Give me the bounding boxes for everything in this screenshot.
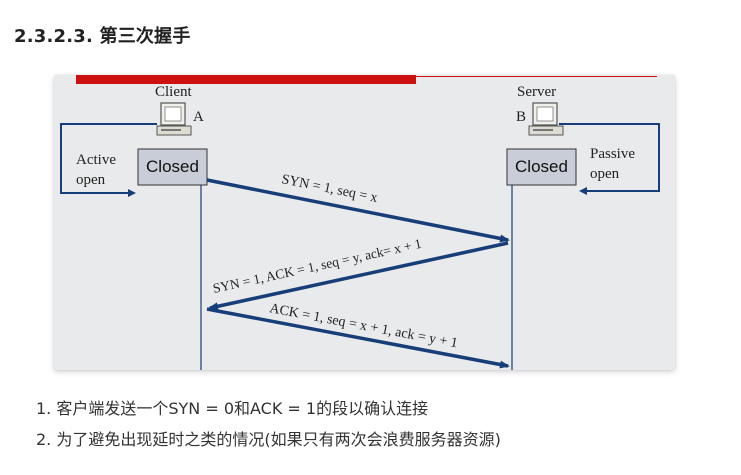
server-tag-b: B [516,109,526,125]
list-item-1: 1. 客户端发送一个SYN = 0和ACK = 1的段以确认连接 [36,399,429,418]
client-state-label: Closed [146,157,199,176]
syn-arrow [206,178,510,243]
passive-open-arrow [559,123,660,195]
client-tag-a: A [193,109,204,125]
active-open-line1: Active [76,152,116,168]
client-computer-icon [156,102,192,136]
section-heading: 2.3.2.3. 第三次握手 [14,26,191,47]
active-open-arrow [60,123,157,197]
active-open-line2: open [76,172,106,188]
list-item-2: 2. 为了避免出现延时之类的情况(如果只有两次会浪费服务器资源) [36,430,501,449]
server-state-box: Closed [506,148,577,186]
syn-ack-arrow [208,241,509,311]
syn-ack-message-label: SYN = 1, ACK = 1, seq = y, ack= x + 1 [211,236,422,296]
passive-open-line1: Passive [590,146,635,162]
server-state-label: Closed [515,157,568,176]
ack-arrow [206,307,510,369]
client-label: Client [155,84,192,100]
server-computer-icon [528,102,564,136]
syn-message-label: SYN = 1, seq = x [280,172,379,206]
explanation-list: 1. 客户端发送一个SYN = 0和ACK = 1的段以确认连接 2. 为了避免… [36,399,501,461]
server-label: Server [517,84,556,100]
passive-open-line2: open [590,166,620,182]
handshake-diagram: Client Server A B Closed Closed [54,75,675,370]
client-state-box: Closed [137,148,208,186]
top-red-bar [76,75,416,84]
